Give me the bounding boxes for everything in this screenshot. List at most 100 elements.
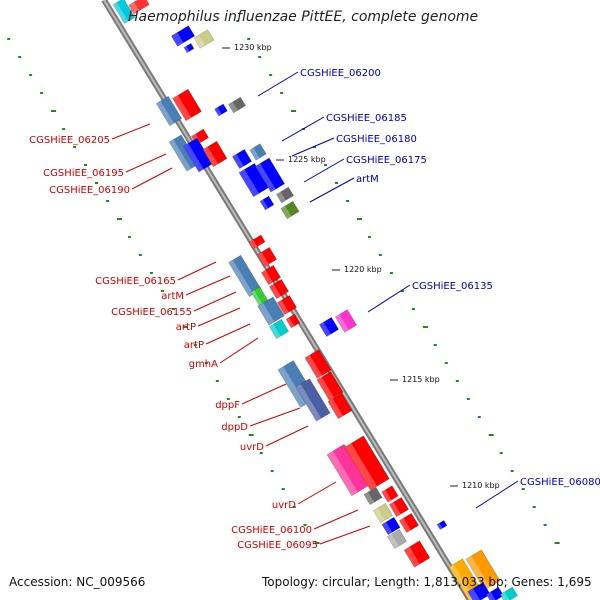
- label-leader: [265, 425, 309, 447]
- gene-feature: [436, 519, 448, 531]
- tick-dot: [40, 92, 44, 94]
- gene-highlight: [319, 322, 331, 337]
- gene-highlight: [169, 139, 191, 172]
- gene-feature: [214, 103, 228, 117]
- tick-dot: [51, 110, 57, 112]
- map-title: Haemophilus influenzae PittEE, complete …: [128, 9, 479, 25]
- gene-label-right: CGSHiEE_06180: [336, 134, 417, 145]
- label-leader: [197, 307, 241, 327]
- label-leader: [367, 284, 411, 313]
- tick-dot: [543, 524, 547, 526]
- tick-label: 1230 kbp: [234, 43, 272, 52]
- gene-feature: [334, 309, 358, 333]
- gene-feature: [202, 140, 228, 168]
- gene-feature: [249, 143, 267, 161]
- gene-feature: [363, 486, 383, 506]
- gene-label-left: artP: [184, 340, 204, 351]
- tick-dot: [73, 146, 77, 148]
- gene-body: [214, 103, 228, 117]
- gene-body: [381, 485, 399, 503]
- tick-dot: [433, 344, 437, 346]
- gene-label-left: CGSHiEE_06095: [237, 540, 318, 551]
- gene-label-left: artM: [161, 291, 184, 302]
- gene-feature: [255, 157, 285, 193]
- gene-highlight: [269, 284, 281, 299]
- gene-feature: [193, 29, 215, 49]
- gene-highlight: [389, 502, 401, 517]
- gene-highlight: [184, 46, 190, 53]
- tick-dot: [280, 92, 284, 94]
- gene-labels: CGSHiEE_06205CGSHiEE_06195CGSHiEE_06190C…: [29, 68, 600, 551]
- gene-highlight: [316, 376, 335, 401]
- gene-highlight: [277, 366, 307, 408]
- tick-dot: [281, 488, 285, 490]
- gene-body: [259, 195, 275, 211]
- tick-dot: [488, 434, 494, 436]
- gene-body: [228, 96, 246, 114]
- gene-feature: [280, 200, 300, 220]
- gene-highlight: [194, 35, 206, 49]
- gene-feature: [183, 42, 195, 54]
- gene-body: [193, 29, 215, 49]
- gene-label-left: CGSHiEE_06190: [49, 185, 130, 196]
- tick-dot: [160, 290, 164, 292]
- gene-feature: [256, 246, 278, 268]
- tick-dot: [346, 200, 349, 202]
- label-leader: [475, 480, 519, 509]
- gene-feature: [259, 195, 275, 211]
- tick-dot: [128, 236, 131, 238]
- gene-label-left: gmhA: [189, 359, 218, 370]
- tick-dot: [171, 308, 175, 310]
- gene-body: [268, 278, 290, 300]
- gene-feature: [486, 586, 504, 600]
- label-leader: [205, 323, 251, 345]
- gene-highlight: [466, 555, 490, 591]
- tick-dot: [400, 290, 404, 292]
- gene-highlight: [214, 107, 222, 117]
- label-leader: [257, 71, 299, 97]
- gene-label-right: CGSHiEE_06185: [326, 113, 407, 124]
- gene-highlight: [183, 143, 204, 172]
- gene-feature: [381, 485, 399, 503]
- gene-feature: [386, 528, 408, 550]
- gene-label-left: dppF: [215, 400, 240, 411]
- gene-highlight: [171, 32, 184, 47]
- tick-dot: [226, 398, 230, 400]
- gene-feature: [388, 496, 410, 518]
- gene-highlight: [172, 95, 192, 121]
- tick-dot: [29, 74, 33, 76]
- gene-label-left: CGSHiEE_06205: [29, 135, 110, 146]
- gene-feature: [112, 0, 136, 24]
- gene-highlight: [286, 317, 295, 328]
- gene-body: [276, 294, 298, 316]
- gene-highlight: [249, 147, 260, 161]
- gene-label-right: CGSHiEE_06135: [412, 281, 493, 292]
- tick-label: 1225 kbp: [288, 155, 326, 164]
- label-leader: [193, 291, 237, 312]
- gene-highlight: [363, 491, 375, 505]
- gene-body: [257, 296, 285, 326]
- label-leader: [125, 153, 167, 173]
- gene-body: [249, 143, 267, 161]
- gene-highlight: [387, 534, 399, 549]
- tick-dot: [532, 506, 536, 508]
- gene-body: [276, 186, 294, 204]
- label-leader: [297, 481, 337, 505]
- gene-label-left: uvrD: [240, 442, 264, 453]
- tick-dot: [292, 506, 296, 508]
- gene-highlight: [248, 239, 258, 250]
- label-leader: [241, 383, 287, 405]
- gene-body: [465, 549, 501, 591]
- label-leader: [319, 525, 371, 545]
- gene-highlight: [228, 259, 254, 297]
- gene-body: [388, 496, 410, 518]
- gene-feature: [172, 88, 202, 122]
- gene-feature: [403, 540, 431, 568]
- gene-highlight: [373, 508, 385, 523]
- gene-feature: [327, 392, 353, 420]
- gene-feature: [260, 264, 282, 286]
- accession-text: Accession: NC_009566: [9, 575, 146, 589]
- tick-dot: [455, 380, 459, 382]
- tick-dot: [237, 416, 241, 418]
- gene-label-right: CGSHiEE_06175: [346, 155, 427, 166]
